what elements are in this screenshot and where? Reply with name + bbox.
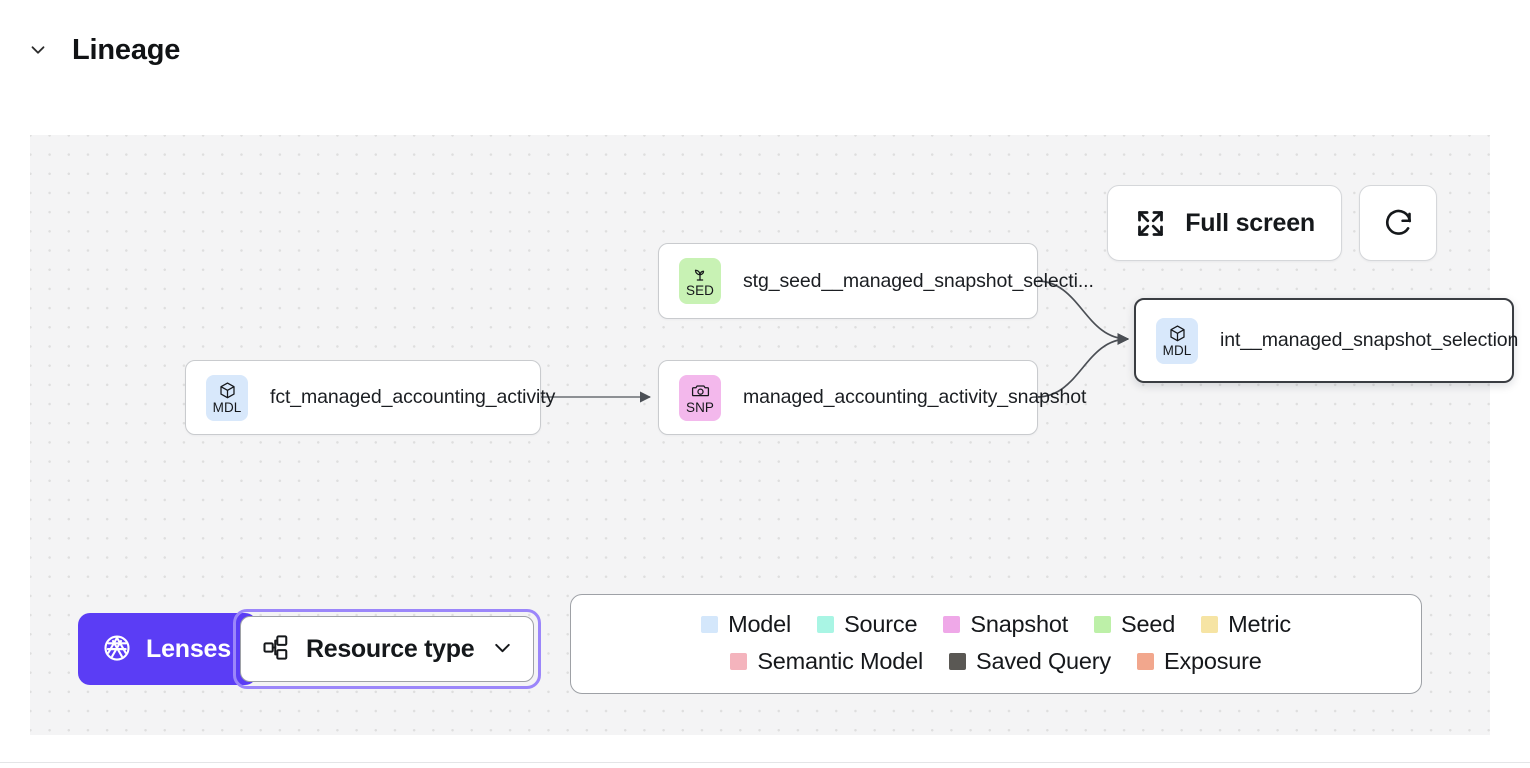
resource-type-focus-ring: Resource type xyxy=(232,609,542,689)
legend-item-model[interactable]: Model xyxy=(701,611,791,638)
full-screen-label: Full screen xyxy=(1185,208,1315,237)
legend-swatch xyxy=(943,616,961,633)
resource-badge-seed: SED xyxy=(679,258,721,304)
lineage-edges xyxy=(541,280,1130,403)
lineage-node-label: managed_accounting_activity_snapshot xyxy=(743,386,1087,408)
full-screen-button[interactable]: Full screen xyxy=(1107,185,1342,261)
cube-icon xyxy=(218,381,237,401)
lineage-node-managed-accounting-activity-snapshot[interactable]: SNP managed_accounting_activity_snapshot xyxy=(658,360,1086,435)
hierarchy-icon xyxy=(261,633,290,665)
lineage-legend: Model Source Snapshot Seed Metric xyxy=(570,594,1422,694)
resource-badge-text: MDL xyxy=(212,399,242,415)
resource-badge-text: SED xyxy=(685,283,715,298)
legend-label: Semantic Model xyxy=(757,648,924,674)
legend-label: Exposure xyxy=(1163,648,1262,674)
legend-item-semantic-model[interactable]: Semantic Model xyxy=(730,648,923,675)
resource-badge-snapshot: SNP xyxy=(679,374,721,421)
legend-swatch xyxy=(1136,653,1154,670)
page-title: Lineage xyxy=(72,33,181,66)
legend-label: Metric xyxy=(1228,611,1291,637)
cube-icon xyxy=(1168,324,1187,344)
legend-item-saved-query[interactable]: Saved Query xyxy=(949,648,1111,675)
legend-item-exposure[interactable]: Exposure xyxy=(1136,648,1262,675)
resource-badge-model: MDL xyxy=(206,374,248,421)
lenses-label: Lenses xyxy=(146,634,231,663)
resource-type-dropdown[interactable]: Resource type xyxy=(239,616,535,682)
camera-icon xyxy=(691,381,710,401)
lineage-node-label: stg_seed__managed_snapshot_selecti... xyxy=(743,269,1094,292)
resource-badge-text: MDL xyxy=(1162,342,1192,358)
sprout-icon xyxy=(691,264,709,284)
legend-label: Model xyxy=(728,611,792,637)
legend-swatch xyxy=(1094,616,1112,633)
chevron-down-icon xyxy=(490,635,515,663)
chevron-down-icon[interactable] xyxy=(24,36,52,64)
aperture-icon xyxy=(102,633,132,666)
legend-row-primary: Model Source Snapshot Seed Metric xyxy=(591,611,1401,638)
expand-arrows-icon xyxy=(1134,207,1167,240)
legend-swatch xyxy=(701,616,719,633)
legend-swatch xyxy=(817,616,835,633)
lineage-controls: Lenses Resource type xyxy=(78,609,542,689)
lineage-node-stg-seed-managed-snapshot-selection[interactable]: SED stg_seed__managed_snapshot_selecti..… xyxy=(658,243,1094,319)
lineage-node-label: int__managed_snapshot_selection xyxy=(1220,329,1519,351)
legend-item-seed[interactable]: Seed xyxy=(1094,611,1175,638)
lineage-node-fct-managed-accounting-activity[interactable]: MDL fct_managed_accounting_activity xyxy=(185,360,555,435)
legend-item-snapshot[interactable]: Snapshot xyxy=(943,611,1068,638)
lineage-node-int-managed-snapshot-selection[interactable]: MDL int__managed_snapshot_selection xyxy=(1134,298,1518,383)
refresh-button[interactable] xyxy=(1359,185,1437,261)
canvas-toolbar: Full screen xyxy=(1107,185,1437,261)
legend-label: Source xyxy=(844,611,918,637)
legend-item-metric[interactable]: Metric xyxy=(1201,611,1291,638)
legend-item-source[interactable]: Source xyxy=(817,611,918,638)
legend-swatch xyxy=(1201,616,1219,633)
legend-label: Saved Query xyxy=(976,648,1111,674)
lineage-node-label: fct_managed_accounting_activity xyxy=(270,386,556,408)
page-divider xyxy=(0,762,1530,763)
lineage-canvas[interactable]: Full screen MDL fct_managed_accounting_a xyxy=(30,135,1518,735)
lineage-section-header: Lineage xyxy=(0,22,180,78)
lenses-button[interactable]: Lenses xyxy=(78,613,257,685)
resource-badge-model: MDL xyxy=(1156,317,1198,364)
resource-badge-text: SNP xyxy=(685,399,715,415)
legend-row-secondary: Semantic Model Saved Query Exposure xyxy=(591,648,1401,675)
refresh-clockwise-icon xyxy=(1382,207,1415,240)
legend-label: Seed xyxy=(1121,611,1176,637)
resource-type-label: Resource type xyxy=(305,634,475,663)
legend-swatch xyxy=(949,653,967,670)
legend-label: Snapshot xyxy=(970,611,1069,637)
legend-swatch xyxy=(730,653,748,670)
